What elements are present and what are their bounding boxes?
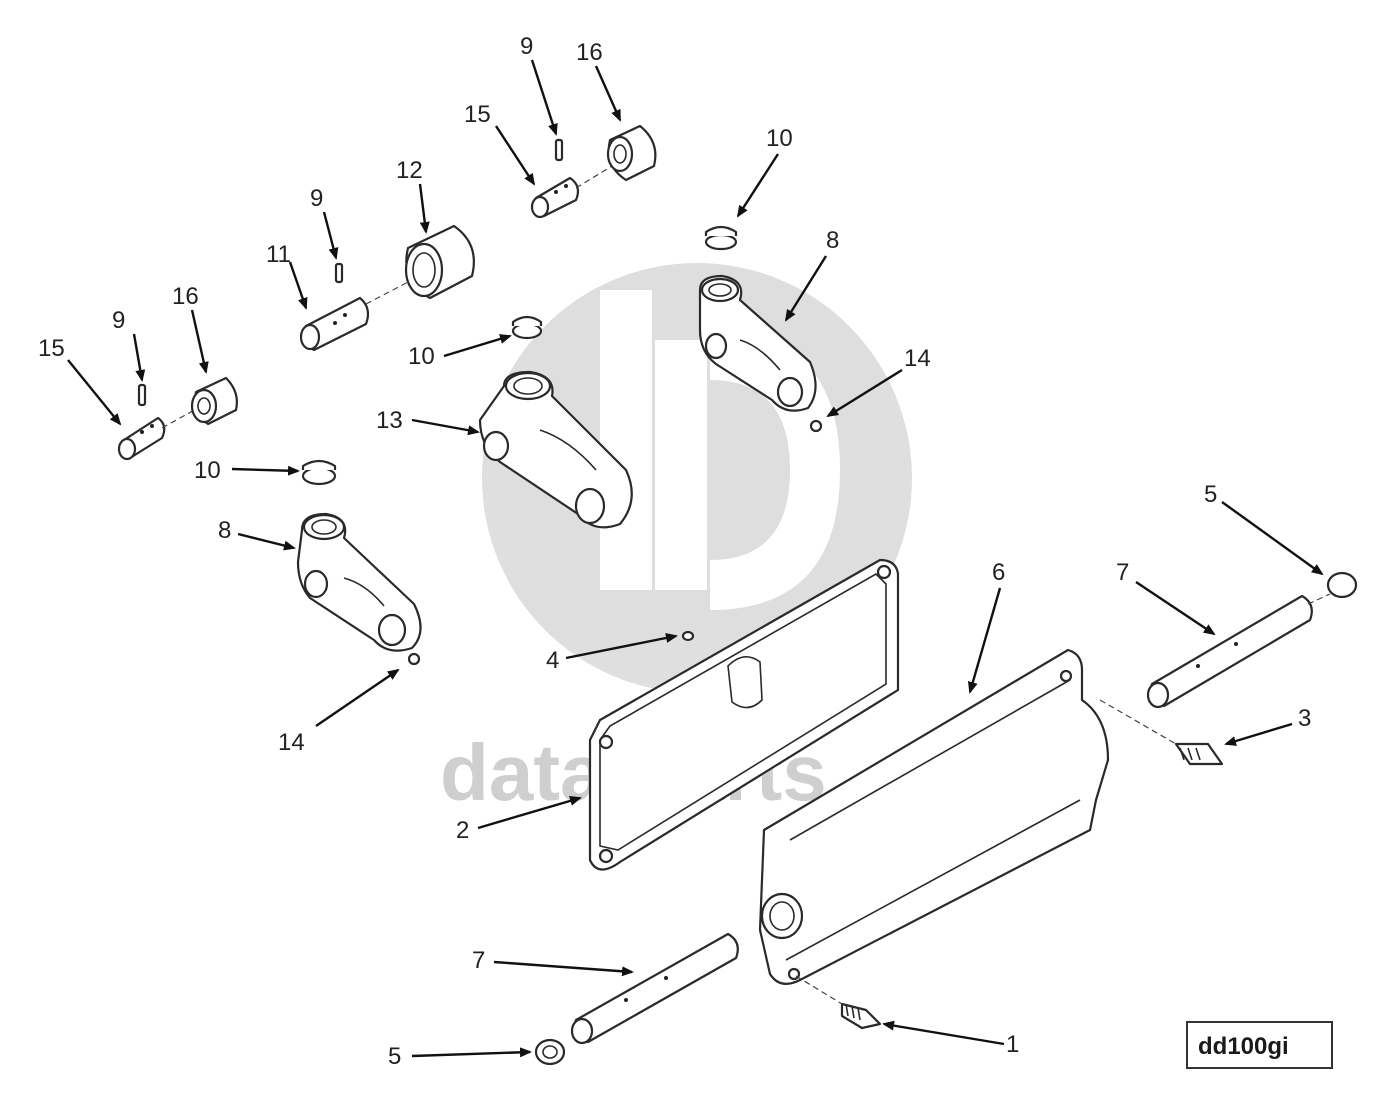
roll-pin-9-mid — [334, 262, 344, 284]
fitting-3 — [1174, 742, 1224, 766]
callout-label: 9 — [112, 307, 125, 334]
callout-label: 10 — [408, 343, 435, 370]
callout-label: 8 — [218, 517, 231, 544]
ball-14-left — [407, 652, 421, 666]
end-plug-5-right — [1326, 571, 1358, 599]
callout-label: 10 — [194, 457, 221, 484]
rocker-arm-8-right — [698, 274, 817, 412]
rocker-shaft-7-bottom — [570, 932, 739, 1045]
callout-label: 16 — [172, 283, 199, 310]
bushing-12 — [404, 224, 475, 300]
callout-label: 2 — [456, 817, 469, 844]
callout-label: 1 — [1006, 1031, 1019, 1058]
callout-label: 15 — [38, 335, 65, 362]
rocker-arm-8-left — [296, 512, 422, 652]
ball-14-right — [809, 419, 823, 433]
cap-10-middle — [511, 315, 543, 340]
cap-10-left — [301, 459, 337, 486]
callout-label: 9 — [520, 33, 533, 60]
callout-label: 14 — [904, 345, 931, 372]
bolt-1 — [840, 1002, 882, 1030]
callout-label: 15 — [464, 101, 491, 128]
pin-15-top — [530, 176, 580, 219]
callout-label: 3 — [1298, 705, 1311, 732]
callout-label: 8 — [826, 227, 839, 254]
callout-label: 11 — [266, 241, 291, 268]
rocker-arm-13 — [478, 370, 633, 529]
pin-15-left — [117, 416, 166, 461]
callout-label: 4 — [546, 647, 559, 674]
bushing-16-left — [190, 376, 238, 426]
callout-label: 7 — [1116, 559, 1129, 586]
plug-4 — [681, 630, 695, 642]
figure-code-box: dd100gi — [1186, 1021, 1333, 1069]
callout-label: 10 — [766, 125, 793, 152]
callout-label: 5 — [388, 1043, 401, 1070]
rocker-shaft-7-right — [1146, 594, 1313, 709]
callout-label: 6 — [992, 559, 1005, 586]
gasket-2 — [588, 558, 900, 871]
roll-pin-9-left — [137, 383, 147, 407]
cap-10-top — [704, 225, 738, 251]
roll-pin-9-top — [554, 138, 564, 162]
callout-label: 5 — [1204, 481, 1217, 508]
bushing-16-top — [606, 124, 657, 182]
callout-label: 14 — [278, 729, 305, 756]
callout-arrows — [67, 59, 1324, 1058]
end-plug-5-bottom — [534, 1038, 566, 1066]
callout-label: 12 — [396, 157, 423, 184]
shaft-11 — [299, 296, 370, 352]
callout-label: 7 — [472, 947, 485, 974]
housing-6 — [758, 648, 1110, 985]
figure-code: dd100gi — [1198, 1033, 1289, 1060]
callout-label: 13 — [376, 407, 403, 434]
callout-label: 9 — [310, 185, 323, 212]
callout-label: 16 — [576, 39, 603, 66]
callout-labels: 15 9 16 11 9 12 15 9 16 10 8 14 10 13 10… — [38, 33, 1311, 1070]
